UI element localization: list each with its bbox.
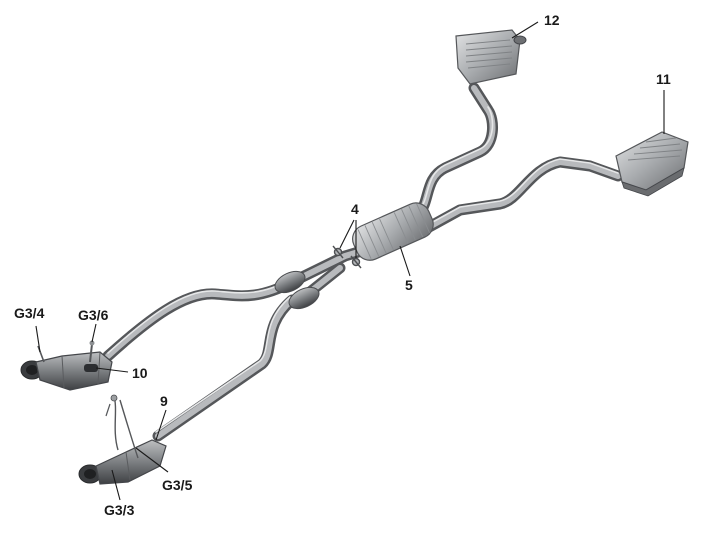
callout-g3-4: G3/4 [14,305,45,321]
crossover-resonator-lower [288,286,320,310]
callout-10: 10 [132,365,148,381]
catalytic-converter-upper [20,340,113,391]
callout-9: 9 [160,393,168,409]
callout-11: 11 [656,71,671,87]
callout-12: 12 [544,12,560,28]
rear-muffler-left [455,29,527,85]
callout-g3-3: G3/3 [104,502,135,518]
callout-4: 4 [351,201,359,217]
crossover-resonator-upper [274,270,306,294]
callout-g3-5: G3/5 [162,477,193,493]
pipe-network [102,82,624,442]
callout-g3-6: G3/6 [78,307,109,323]
rear-muffler-right [615,131,689,197]
callout-5: 5 [405,277,413,293]
center-muffler [352,202,434,261]
leader-lines [35,21,665,501]
catalytic-converter-lower [78,394,167,485]
pipe-clamps [332,245,362,269]
